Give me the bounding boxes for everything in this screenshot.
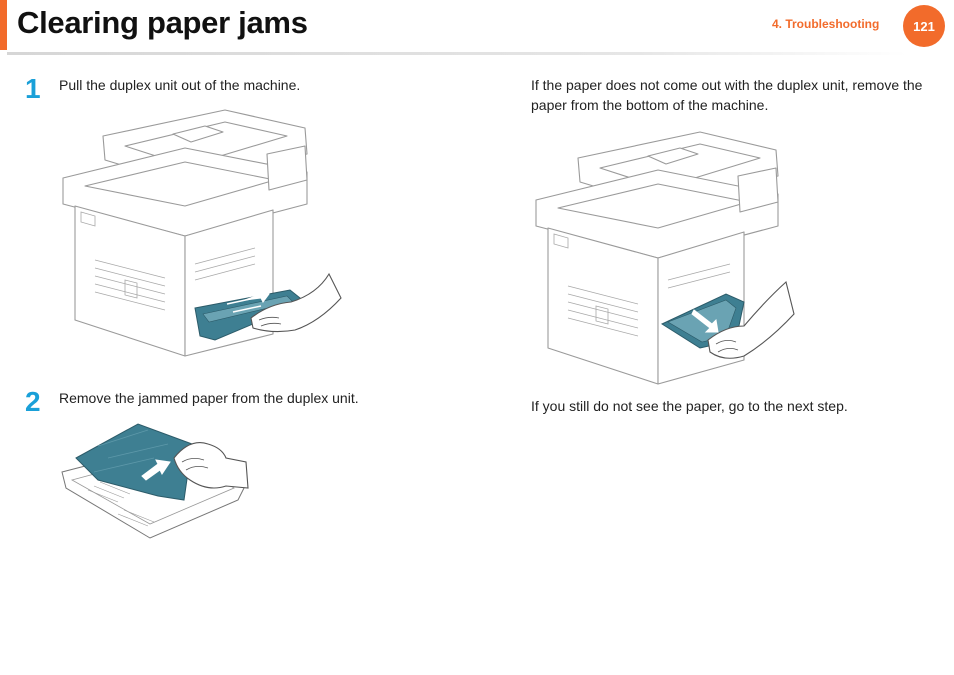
page-number-badge: 121 bbox=[903, 5, 945, 47]
header-divider bbox=[7, 52, 907, 55]
chapter-label: 4. Troubleshooting bbox=[772, 17, 880, 31]
printer-bottom-paper-removal-illustration bbox=[535, 131, 795, 385]
header-accent-bar bbox=[0, 0, 7, 50]
step-1-number: 1 bbox=[25, 73, 41, 104]
step-2-number: 2 bbox=[25, 386, 41, 417]
duplex-unit-paper-removal-illustration bbox=[61, 423, 249, 539]
page-title: Clearing paper jams bbox=[17, 5, 308, 40]
step-1-text: Pull the duplex unit out of the machine. bbox=[59, 77, 301, 93]
step-2-text: Remove the jammed paper from the duplex … bbox=[59, 390, 359, 406]
printer-duplex-pull-illustration bbox=[62, 109, 342, 357]
right-paragraph-1: If the paper does not come out with the … bbox=[531, 77, 923, 113]
right-paragraph-2: If you still do not see the paper, go to… bbox=[531, 398, 848, 414]
